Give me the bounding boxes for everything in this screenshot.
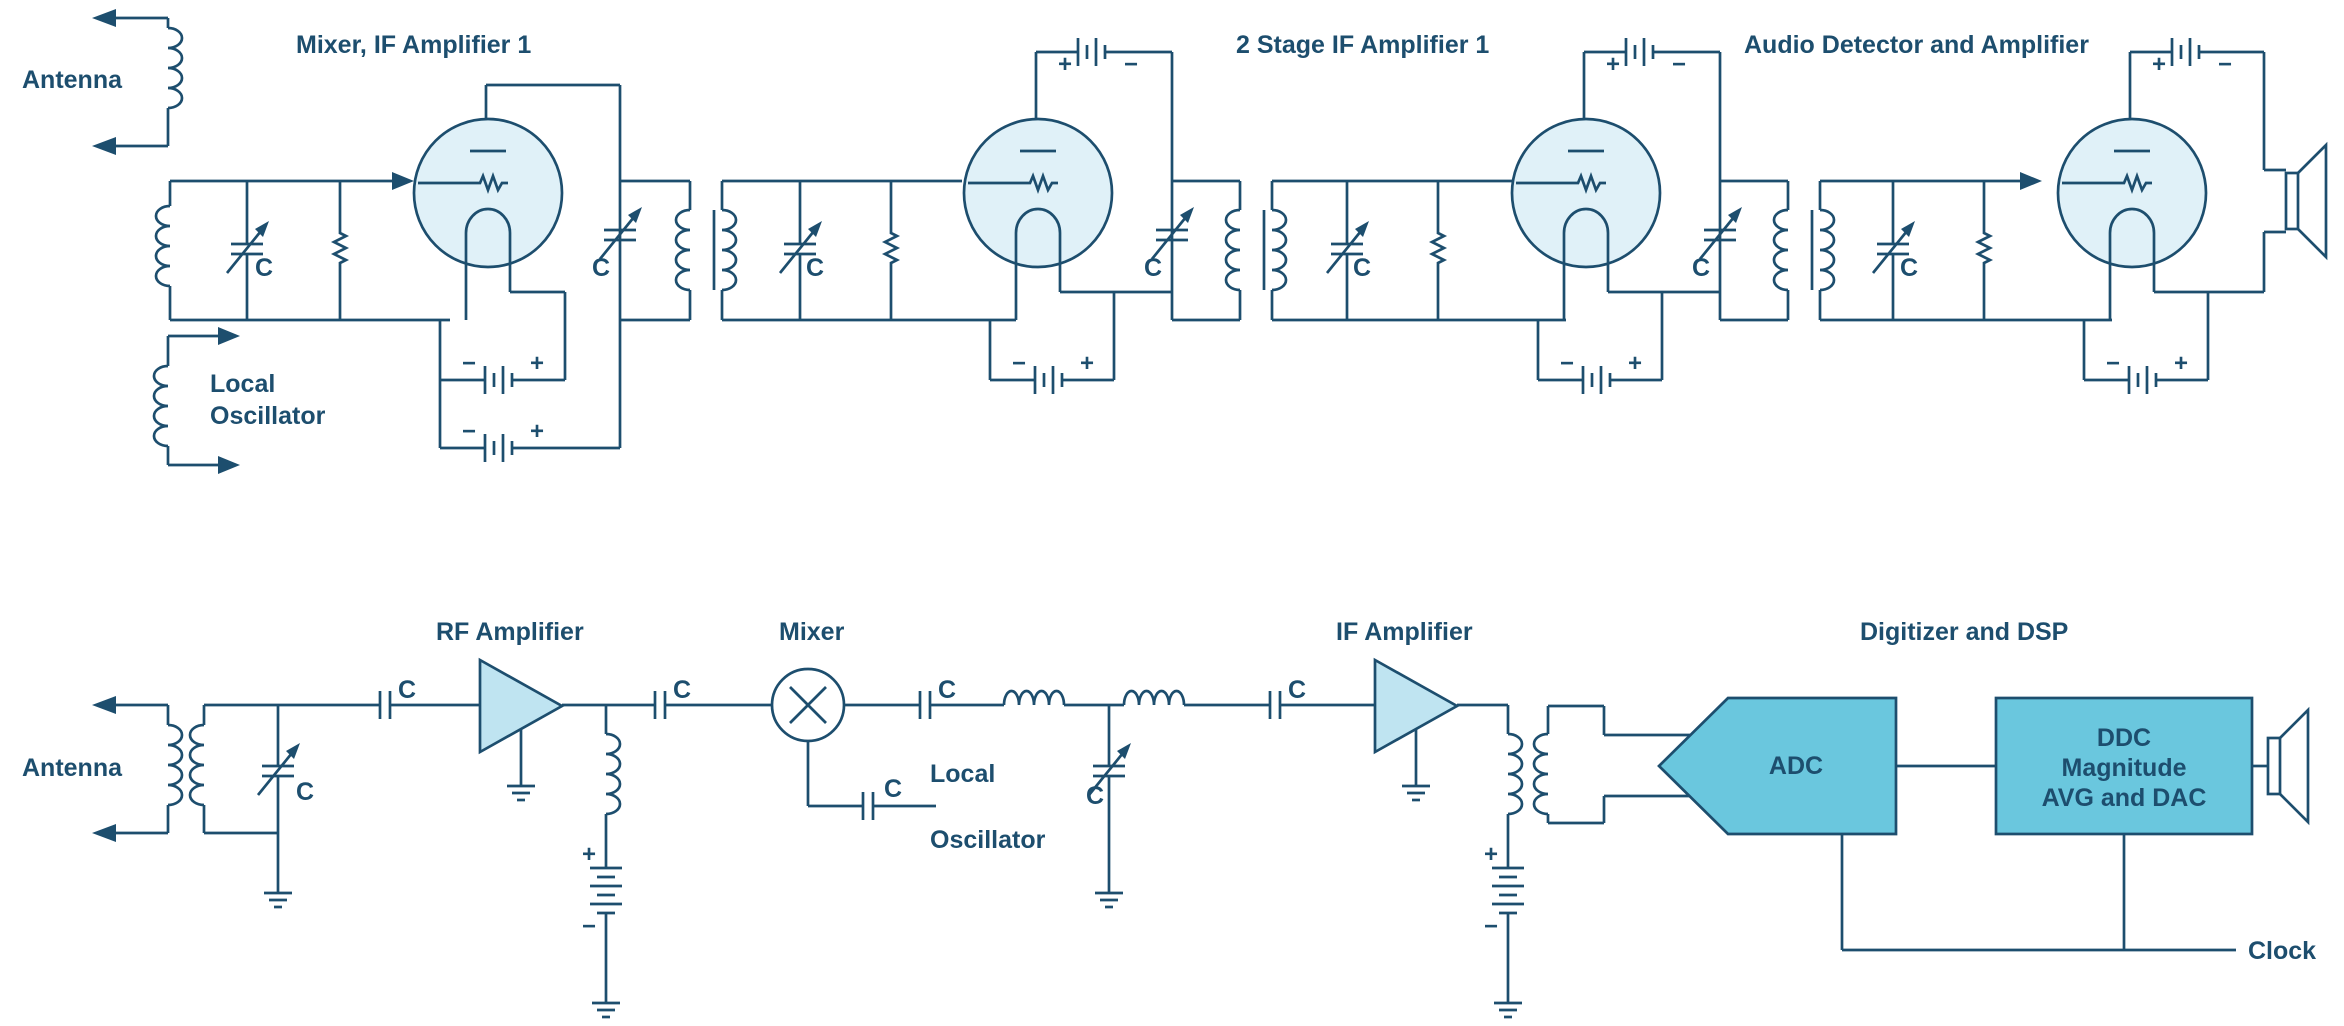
mixer-out-cap-label: C [938, 676, 956, 704]
if1-cap-label: C [806, 254, 824, 282]
top-audio-stage-title: Audio Detector and Amplifier [1744, 31, 2089, 59]
rf-bat-plus: + [582, 841, 596, 868]
digitizer-dsp: ADC DDC Magnitude AVG and DAC [1657, 696, 2310, 952]
mixer-bat2-plus: + [530, 418, 544, 445]
audio-bat-plus: + [2174, 350, 2188, 377]
top-antenna-label: Antenna [22, 66, 123, 94]
if-stage-2 [1272, 36, 1836, 396]
if-filter [930, 689, 1282, 909]
mixer-bat2-minus: − [462, 418, 476, 445]
ddc-label-2: Magnitude [2062, 754, 2187, 782]
bottom-antenna-label: Antenna [22, 754, 123, 782]
top-antenna [92, 9, 184, 155]
filter-cap-label: C [1086, 782, 1104, 810]
mixer-title: Mixer [779, 618, 845, 646]
if2-bat-minus: − [1560, 350, 1574, 377]
ddc-label-1: DDC [2097, 724, 2151, 752]
mixer-tank-cap-label: C [255, 254, 273, 282]
top-superheterodyne-diagram: Antenna C Local Oscilla [22, 9, 2328, 474]
rf-bat-minus: − [582, 913, 596, 940]
ddc-label-3: AVG and DAC [2042, 784, 2207, 812]
audio-cap-label: C [1900, 254, 1918, 282]
top-if-stage-title: 2 Stage IF Amplifier 1 [1236, 31, 1489, 59]
if2-bat-minus-top: − [1672, 51, 1686, 78]
if-in-cap-label: C [1288, 676, 1306, 704]
mixer-bat1-minus: − [462, 350, 476, 377]
rf-amp-title: RF Amplifier [436, 618, 584, 646]
if1-bat-plus: + [1080, 350, 1094, 377]
mixer-battery-1 [440, 364, 565, 396]
audio-bat-plus-top: + [2152, 51, 2166, 78]
if2-bat-plus: + [1628, 350, 1642, 377]
digitizer-title: Digitizer and DSP [1860, 618, 2068, 646]
audio-bat-minus-top: − [2218, 51, 2232, 78]
if1-bat-minus-top: − [1124, 51, 1138, 78]
audio-stage [1820, 36, 2328, 396]
bottom-local-osc-label-1: Local [930, 760, 995, 788]
rf-amplifier [378, 657, 667, 1019]
top-local-oscillator [152, 327, 240, 474]
if1-bat-plus-top: + [1058, 51, 1072, 78]
bottom-antenna [92, 696, 380, 909]
if-amplifier [1280, 657, 1700, 1019]
if-stage-1 [722, 36, 1288, 396]
if1-out-cap-label: C [1144, 254, 1162, 282]
mixer-output-tank [598, 85, 738, 448]
bottom-antenna-cap-label: C [296, 778, 314, 806]
if-bat-minus: − [1484, 913, 1498, 940]
top-mixer-stage-title: Mixer, IF Amplifier 1 [296, 31, 531, 59]
lo-cap-label: C [884, 775, 902, 803]
if2-cap-label: C [1353, 254, 1371, 282]
mixer-bat1-plus: + [530, 350, 544, 377]
audio-bat-minus: − [2106, 350, 2120, 377]
mixer [665, 667, 936, 822]
adc-label: ADC [1769, 752, 1823, 780]
if-amp-title: IF Amplifier [1336, 618, 1473, 646]
clock-label: Clock [2248, 937, 2316, 965]
if2-bat-plus-top: + [1606, 51, 1620, 78]
top-local-osc-label-2: Oscillator [210, 402, 326, 430]
if1-bat-minus: − [1012, 350, 1026, 377]
bottom-local-osc-label-2: Oscillator [930, 826, 1046, 854]
mixer-output-cap-label: C [592, 254, 610, 282]
mixer-input-tank [154, 172, 450, 322]
rf-out-cap-label: C [673, 676, 691, 704]
if-bat-plus: + [1484, 841, 1498, 868]
mixer-battery-2 [440, 432, 620, 464]
mixer-tube [412, 83, 620, 448]
top-local-osc-label-1: Local [210, 370, 275, 398]
if2-out-cap-label: C [1692, 254, 1710, 282]
ddc-block [1994, 696, 2254, 836]
bottom-sdr-diagram: Antenna C RF Amplifier C C + − [22, 618, 2316, 1019]
rf-in-cap-label: C [398, 676, 416, 704]
